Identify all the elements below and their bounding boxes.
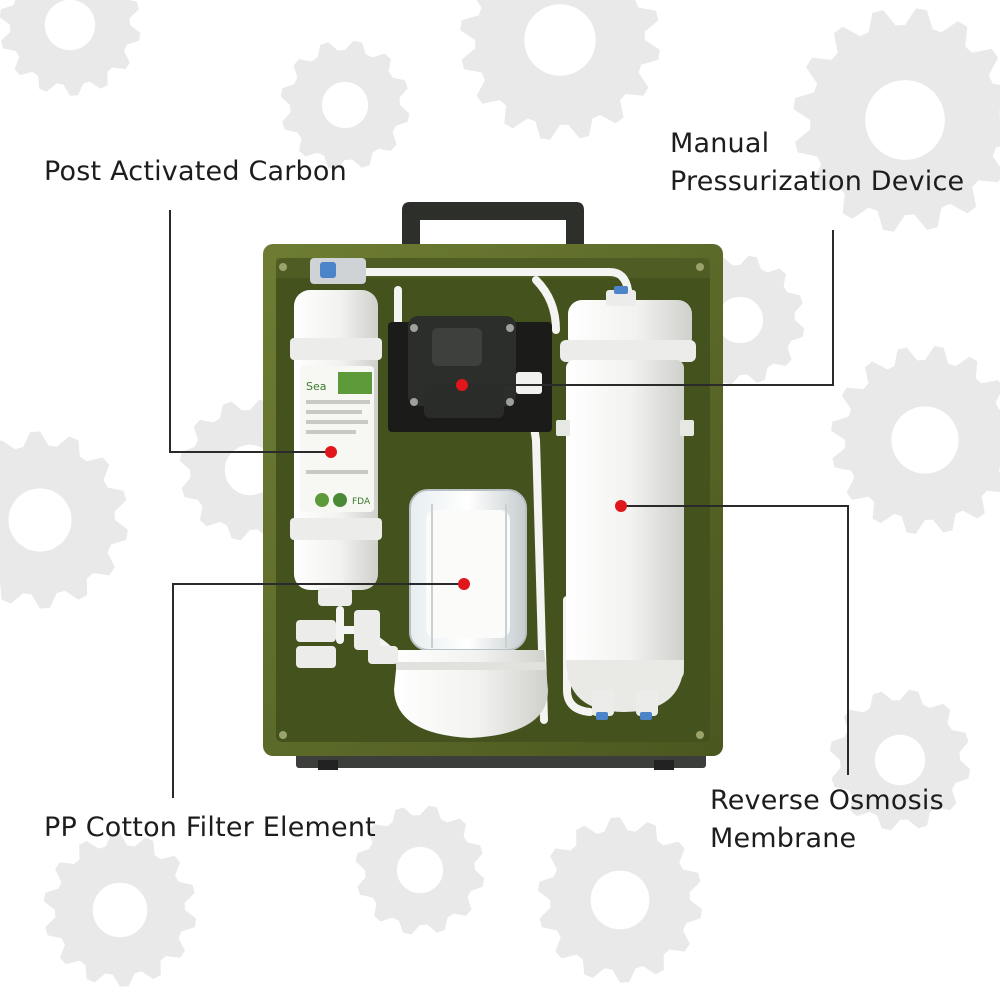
- callout-post-carbon-line: Post Activated Carbon: [44, 156, 347, 187]
- carbon-brand-text: Sea: [306, 380, 327, 393]
- callout-ro-membrane-line-2: Membrane: [710, 823, 857, 854]
- leader-lines: [169, 210, 849, 798]
- pp-cotton-filter: [394, 489, 548, 738]
- post-carbon-filter: Sea FDA: [290, 258, 382, 606]
- leader-line-pressure: [462, 230, 834, 386]
- carry-handle: [402, 202, 584, 250]
- ro-membrane-housing: [556, 286, 696, 720]
- background-gear-icon: [0, 431, 128, 609]
- callout-ro-membrane-line-1: Reverse Osmosis: [710, 785, 944, 816]
- callout-pressurization-line-1: Manual: [670, 128, 770, 159]
- leader-line-ro: [621, 505, 849, 775]
- marker-pp: [458, 578, 470, 590]
- background-gear-icon: [280, 40, 410, 170]
- background-gear-icon: [355, 805, 485, 935]
- marker-ro: [615, 500, 627, 512]
- callout-pressurization: Manual Pressurization Device: [670, 125, 964, 201]
- marker-pressure: [456, 379, 468, 391]
- callout-pp-cotton-line: PP Cotton Filter Element: [44, 812, 376, 843]
- inlet-fittings: [296, 610, 398, 668]
- marker-carbon: [325, 446, 337, 458]
- callout-pressurization-line-2: Pressurization Device: [670, 166, 965, 197]
- background-gear-icon: [537, 817, 703, 983]
- callout-post-carbon: Post Activated Carbon: [44, 153, 347, 191]
- pressurization-pump: [388, 316, 552, 432]
- background-gear-icon: [0, 0, 141, 96]
- background-gear-icon: [829, 689, 971, 831]
- callout-markers: [325, 379, 627, 590]
- background-gear-icon: [831, 346, 1000, 534]
- leader-line-pp: [172, 583, 464, 798]
- callout-ro-membrane: Reverse Osmosis Membrane: [710, 782, 944, 858]
- callout-pp-cotton: PP Cotton Filter Element: [44, 809, 376, 847]
- background-gear-icon: [43, 833, 197, 987]
- leader-line-carbon: [169, 210, 331, 453]
- background-gear-icon: [793, 8, 1000, 232]
- background-gear-icon: [460, 0, 660, 140]
- fda-mark-text: FDA: [352, 497, 371, 507]
